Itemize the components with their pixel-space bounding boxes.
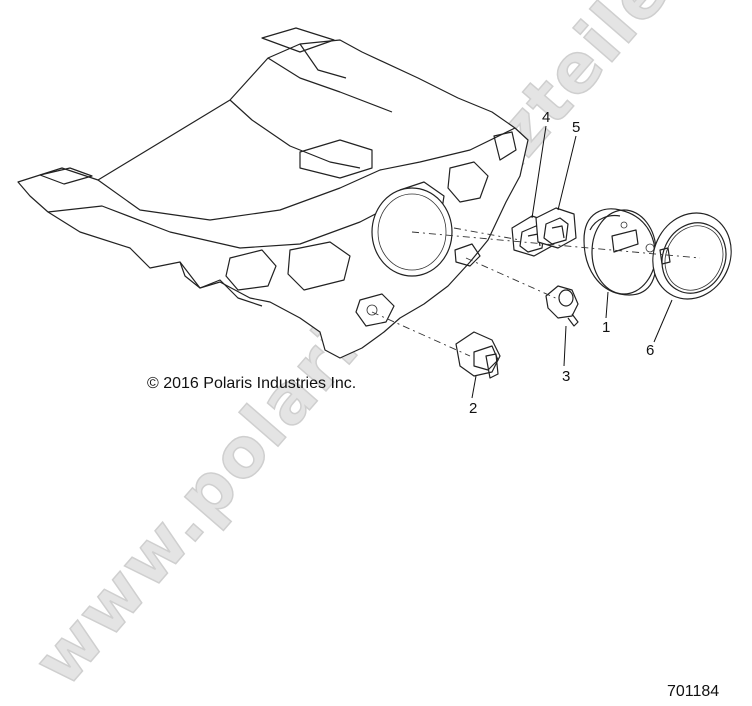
callout-2: 2 — [469, 400, 477, 417]
callout-3: 3 — [562, 368, 570, 385]
copyright-notice: © 2016 Polaris Industries Inc. — [147, 375, 356, 392]
part-3-power-outlet — [545, 285, 579, 327]
dashboard-panel — [17, 27, 529, 359]
callout-6: 6 — [646, 342, 654, 359]
callout-1: 1 — [602, 319, 610, 336]
callout-4: 4 — [542, 109, 550, 126]
part-5-switch — [535, 207, 577, 249]
part-6-bezel — [652, 212, 732, 300]
callout-5: 5 — [572, 119, 580, 136]
part-1-gauge — [583, 208, 657, 296]
centerlines — [371, 227, 701, 357]
document-number: 701184 — [667, 683, 719, 700]
part-2-ignition-switch — [455, 331, 501, 379]
leader-lines — [471, 125, 673, 399]
